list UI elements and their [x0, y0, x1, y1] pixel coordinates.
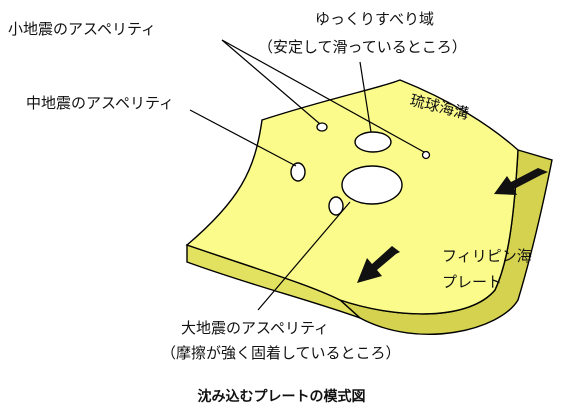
subduction-arrow-upper: [494, 168, 548, 195]
subduction-arrow-lower: [357, 246, 400, 283]
label-slow-slip-line2: （安定して滑っているところ）: [258, 38, 467, 56]
small-asperity-hole-right: [421, 150, 431, 160]
label-small-asperity: 小地震のアスペリティ: [8, 20, 157, 38]
label-slow-slip-line1: ゆっくりすべり域: [315, 10, 434, 28]
label-middle-asperity: 中地震のアスペリティ: [26, 94, 175, 112]
leader-small-asperity-left: [221, 39, 321, 125]
label-philippine-line1: フィリピン海: [442, 247, 532, 265]
medium-asperity-hole-upper: [354, 131, 392, 153]
label-large-asperity-line2: （摩擦が強く固着しているところ）: [161, 344, 401, 362]
label-philippine-line2: プレート: [442, 273, 503, 291]
leader-middle-asperity: [189, 109, 297, 167]
leader-small-asperity-right: [221, 39, 425, 153]
leader-large-asperity: [257, 201, 351, 311]
diagram-caption: 沈み込むプレートの模式図: [197, 389, 366, 405]
medium-asperity-hole-lower: [328, 196, 344, 216]
middle-asperity-hole: [290, 162, 306, 182]
small-asperity-hole-left: [316, 122, 328, 132]
large-asperity-hole: [341, 165, 403, 205]
label-large-asperity-line1: 大地震のアスペリティ: [181, 319, 330, 337]
leader-slow-slip: [359, 61, 372, 133]
